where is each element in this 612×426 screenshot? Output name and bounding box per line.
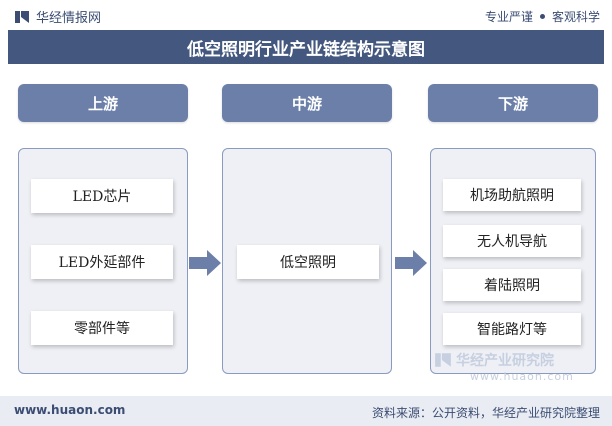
footer-url[interactable]: www.huaon.com: [14, 403, 126, 417]
watermark: 华经产业研究院: [434, 350, 554, 370]
footer-source: 资料来源：公开资料，华经产业研究院整理: [371, 406, 600, 420]
midstream-item-low-altitude-lighting: 低空照明: [237, 245, 379, 279]
panel-midstream: 低空照明: [222, 148, 392, 374]
brand-name: 华经情报网: [36, 11, 102, 26]
downstream-item-drone-navigation: 无人机导航: [443, 225, 581, 257]
panel-upstream: LED芯片 LED外延部件 零部件等: [18, 148, 188, 374]
brand-logo-icon: [15, 10, 29, 23]
stage-head-midstream: 中游: [222, 84, 392, 122]
slogan-dot-icon: [539, 14, 545, 19]
upstream-item-led-chip: LED芯片: [31, 179, 173, 213]
panel-downstream: 机场助航照明 无人机导航 着陆照明 智能路灯等: [430, 148, 596, 374]
downstream-item-smart-streetlight: 智能路灯等: [443, 313, 581, 345]
brand[interactable]: 华经情报网: [14, 7, 101, 26]
upstream-item-led-epitaxy: LED外延部件: [31, 245, 173, 279]
watermark-logo-icon: [435, 353, 451, 367]
downstream-item-landing-lighting: 着陆照明: [443, 269, 581, 301]
slogan-right: 客观科学: [551, 10, 600, 24]
downstream-item-airport-lighting: 机场助航照明: [443, 179, 581, 211]
arrow-right-icon: [189, 250, 221, 276]
arrow-right-icon: [395, 250, 427, 276]
watermark-name: 华经产业研究院: [456, 353, 554, 369]
upstream-item-components: 零部件等: [31, 311, 173, 345]
diagram-title: 低空照明行业产业链结构示意图: [8, 30, 604, 64]
slogan-left: 专业严谨: [484, 10, 533, 24]
top-bar: 华经情报网 专业严谨 客观科学: [0, 0, 612, 30]
slogan: 专业严谨 客观科学: [485, 8, 600, 25]
footer: www.huaon.com 资料来源：公开资料，华经产业研究院整理: [0, 396, 612, 426]
stage-head-downstream: 下游: [428, 84, 598, 122]
stage-head-upstream: 上游: [18, 84, 188, 122]
watermark-url: www.huaon.com: [470, 370, 574, 383]
